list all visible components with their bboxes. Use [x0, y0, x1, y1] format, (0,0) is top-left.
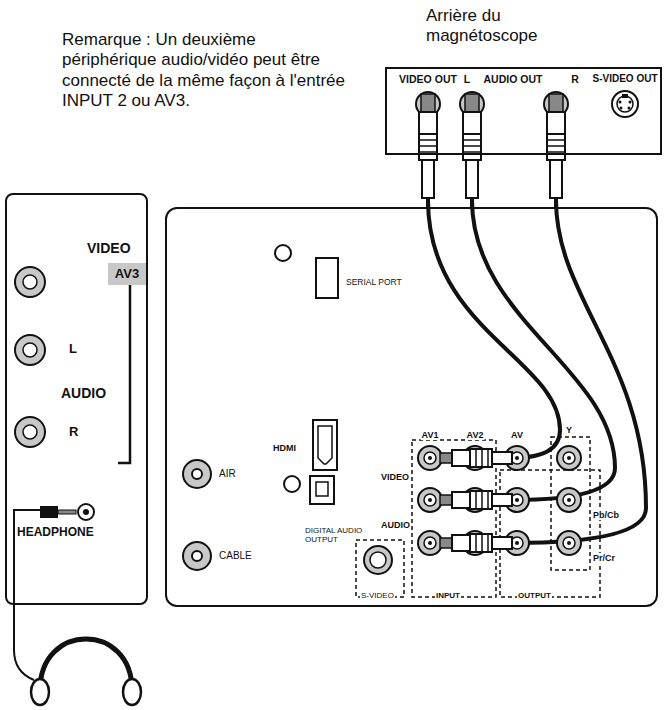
vcr-jacks — [622, 94, 628, 98]
side-jacks — [23, 425, 37, 439]
panel-label: L — [463, 73, 471, 85]
back-panel-parts — [275, 245, 291, 261]
av-cable — [428, 200, 560, 458]
side-jacks — [118, 265, 130, 463]
panel-label: VIDEO — [380, 472, 410, 482]
headphone-jack — [83, 509, 89, 515]
rca-plug-set — [440, 449, 512, 467]
headphone-plug — [58, 510, 76, 514]
headphones — [123, 679, 141, 705]
vcr-jacks — [612, 91, 638, 117]
vcr-jacks — [416, 91, 638, 117]
panel-label: Y — [565, 425, 573, 435]
panel-label: AUDIO — [60, 385, 107, 401]
panel-label: HDMI — [272, 443, 297, 453]
back-panel-parts — [316, 482, 328, 496]
headphone-plug — [40, 506, 58, 518]
panel-label: S-VIDEO OUT — [591, 73, 658, 85]
headphones — [31, 679, 49, 705]
av-cable — [428, 200, 646, 543]
group-bracket — [356, 437, 600, 597]
vcr-plug-set — [463, 94, 481, 198]
side-panel: VIDEO L AUDIO R HEADPHONE AV3 — [5, 193, 148, 605]
vcr-plug-set — [419, 94, 437, 198]
vcr-jacks — [628, 107, 631, 110]
vcr-plug-set — [547, 94, 565, 198]
panel-label: AV2 — [466, 430, 485, 440]
panel-label: OUTPUT — [517, 591, 552, 600]
panel-label: AUDIO OUT — [483, 73, 544, 85]
rca-plug-set — [440, 534, 512, 552]
group-bracket — [356, 540, 404, 597]
group-bracket — [500, 470, 600, 597]
side-jacks — [15, 335, 45, 365]
tv-back-panel: SERIAL PORT HDMI AIR CABLE DIGITAL AUDIO OUT… — [165, 207, 658, 607]
vcr-jacks — [619, 101, 622, 104]
input-tag: AV3 — [108, 263, 146, 285]
rca-jack-grid — [418, 488, 442, 512]
panel-label: L — [68, 342, 78, 357]
av-cable — [512, 200, 646, 543]
note-text: Remarque : Un deuxième périphérique audi… — [62, 30, 347, 112]
rca-jack-grid — [557, 531, 581, 555]
back-panel-parts — [284, 476, 300, 492]
panel-label: Pr/Cr — [592, 553, 616, 563]
headphone-plug — [40, 506, 76, 518]
back-panel-parts — [183, 542, 211, 570]
back-panel-parts — [364, 546, 392, 574]
panel-label: VIDEO OUT — [398, 73, 458, 85]
rca-jack-grid — [418, 446, 442, 470]
panel-label: Pb/Cb — [592, 510, 620, 520]
panel-label: S-VIDEO — [360, 591, 395, 600]
back-panel-parts — [192, 551, 202, 561]
panel-label: VIDEO — [86, 240, 132, 256]
rca-jack-grid — [418, 446, 581, 555]
panel-label: AIR — [218, 468, 237, 480]
panel-label: AUDIO — [380, 520, 411, 530]
panel-label: DIGITAL AUDIO OUTPUT — [304, 526, 370, 544]
panel-label: INPUT — [435, 591, 461, 600]
panel-label: Arrière du magnétoscope — [425, 6, 562, 45]
back-panel-parts — [370, 552, 386, 568]
rca-jack-grid — [418, 531, 442, 555]
rca-jack-grid — [557, 488, 581, 512]
headphones — [40, 639, 132, 690]
device-panel: Arrière du magnétoscopeVIDEO OUTLAUDIO O… — [385, 67, 662, 155]
rca-plug-set — [440, 491, 512, 509]
back-panel-parts — [183, 460, 211, 488]
panel-label: AV — [510, 430, 524, 440]
back-panel-parts — [310, 476, 334, 504]
vcr-jacks — [629, 101, 632, 104]
panel-label: HEADPHONE — [16, 526, 95, 540]
panel-label: R — [68, 425, 79, 440]
headphone-jack — [78, 504, 94, 520]
side-jacks — [23, 343, 37, 357]
back-panel-parts — [192, 469, 202, 479]
side-jacks — [15, 417, 45, 447]
vcr-jacks — [617, 96, 633, 112]
back-panel-parts — [313, 420, 337, 470]
panel-label: AV1 — [421, 430, 440, 440]
headphones — [31, 639, 141, 705]
panel-label: SERIAL PORT — [345, 278, 403, 288]
side-jacks — [23, 275, 37, 289]
side-jacks — [15, 265, 130, 463]
rca-plug-set — [440, 449, 512, 552]
panel-label: CABLE — [218, 550, 253, 562]
group-bracket — [551, 437, 590, 570]
panel-label: AV3 — [114, 267, 140, 282]
headphone-jack — [78, 504, 94, 520]
vcr-jacks — [620, 107, 623, 110]
panel-label: R — [570, 73, 580, 85]
vcr-plug-set — [419, 94, 565, 198]
back-panel-parts — [316, 258, 338, 298]
rca-jack-grid — [557, 446, 581, 470]
back-panel-parts — [318, 426, 332, 464]
back-panel-parts — [183, 245, 392, 574]
side-jacks — [15, 267, 45, 297]
